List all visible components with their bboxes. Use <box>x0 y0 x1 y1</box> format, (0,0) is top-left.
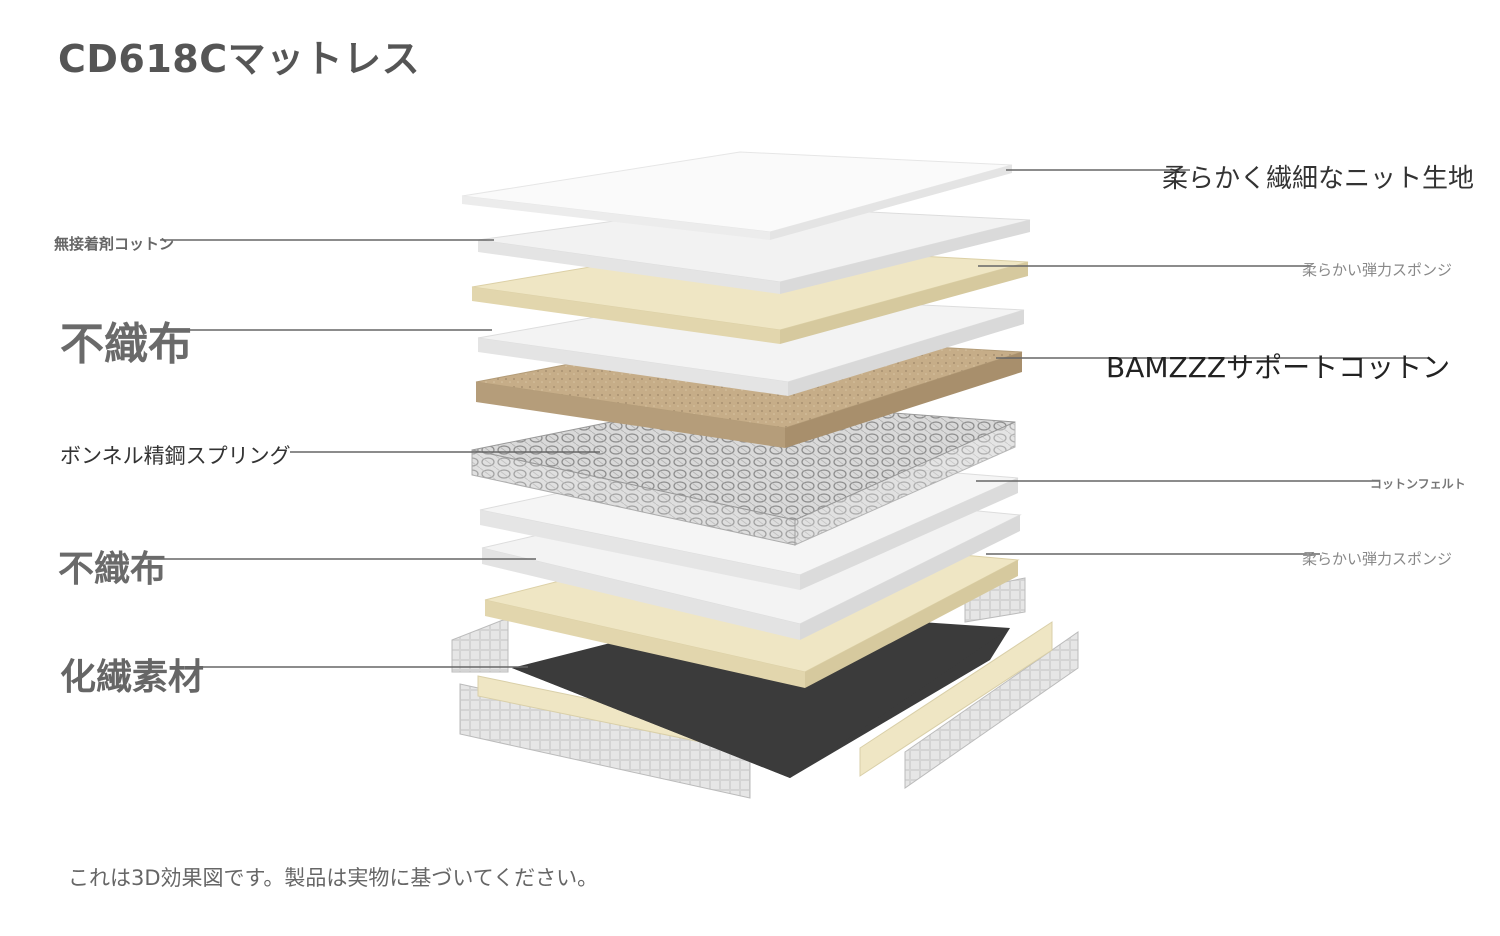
layer-cotton-nonbonded <box>477 204 1031 294</box>
frame-front-right <box>904 631 1079 789</box>
label-cotton-felt: コットンフェルト <box>1370 477 1466 491</box>
layer-knit <box>461 151 1013 240</box>
label-synthetic-fiber: 化繊素材 <box>60 657 205 698</box>
label-sponge-bottom: 柔らかい弾力スポンジ <box>1302 550 1453 568</box>
label-cotton-nonbonded: 無接着剤コットン <box>54 235 175 253</box>
frame-group <box>451 577 1079 799</box>
label-sponge-top: 柔らかい弾力スポンジ <box>1302 261 1453 279</box>
base-board-top <box>512 610 1010 778</box>
disclaimer-note: これは3D効果図です。製品は実物に基づいてください。 <box>68 866 599 890</box>
leader-lines <box>150 169 1430 668</box>
label-nonwoven-top: 不織布 <box>60 319 192 370</box>
label-knit-fabric: 柔らかく繊細なニット生地 <box>1162 164 1475 194</box>
label-bonnell-spring: ボンネル精鋼スプリング <box>60 444 291 468</box>
label-nonwoven-bottom: 不織布 <box>58 549 167 590</box>
label-bamzzz-support-cotton: BAMZZZサポートコットン <box>1106 351 1451 384</box>
frame-foam-strip-right <box>859 621 1053 777</box>
page-title: CD618Cマットレス <box>58 37 421 81</box>
layer-spring <box>471 399 1016 546</box>
frame-left-back <box>451 617 509 673</box>
